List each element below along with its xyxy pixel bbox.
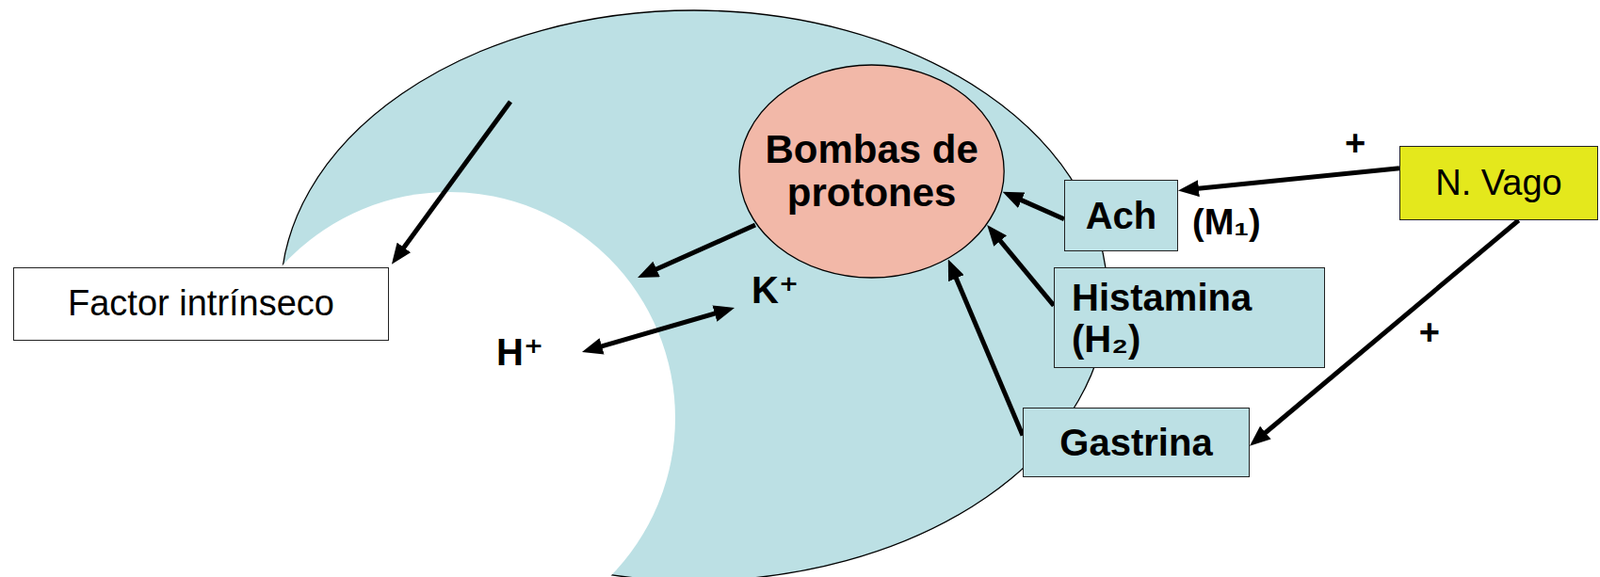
secretion-arrow bbox=[647, 225, 756, 274]
signal-arrow bbox=[952, 269, 1023, 436]
canaliculus-lumen bbox=[223, 192, 676, 577]
node-text: Bombas de protones bbox=[759, 128, 986, 215]
node-text: Ach bbox=[1085, 194, 1158, 237]
receptor-label: (M₁) bbox=[1192, 203, 1261, 243]
receptor-box: Ach bbox=[1064, 179, 1179, 252]
hormone-box: Gastrina bbox=[1022, 407, 1250, 478]
text-group: Gastrina bbox=[1059, 421, 1213, 464]
text-group: N. Vago bbox=[1435, 163, 1562, 204]
node-text: Factor intrínseco bbox=[67, 284, 335, 324]
signal-arrow bbox=[994, 233, 1054, 306]
text-group: Ach bbox=[1085, 194, 1158, 237]
node-text: N. Vago bbox=[1435, 163, 1562, 204]
signal-arrow bbox=[1013, 196, 1065, 220]
signal-arrow bbox=[1189, 168, 1400, 190]
node-text: Histamina (H₂) bbox=[1071, 276, 1289, 360]
ion-exchange-arrow bbox=[593, 310, 725, 349]
receptor-box: Histamina (H₂) bbox=[1053, 267, 1326, 369]
nerve-box: N. Vago bbox=[1399, 145, 1599, 221]
pump-ellipse-shape bbox=[739, 64, 1004, 278]
text-group: Factor intrínseco bbox=[67, 284, 335, 324]
secretion-arrow bbox=[398, 101, 511, 256]
output-box: Factor intrínseco bbox=[13, 267, 389, 341]
text-group: Bombas de protones bbox=[759, 128, 986, 215]
pump-ellipse: Bombas de protones bbox=[738, 64, 1005, 279]
ion-label: K⁺ bbox=[751, 269, 799, 311]
text-group: Histamina (H₂) bbox=[1071, 276, 1289, 360]
polarity-sign: + bbox=[1419, 313, 1440, 354]
polarity-sign: + bbox=[1344, 125, 1366, 165]
node-text: Gastrina bbox=[1059, 421, 1213, 464]
ion-label: H⁺ bbox=[496, 331, 544, 373]
